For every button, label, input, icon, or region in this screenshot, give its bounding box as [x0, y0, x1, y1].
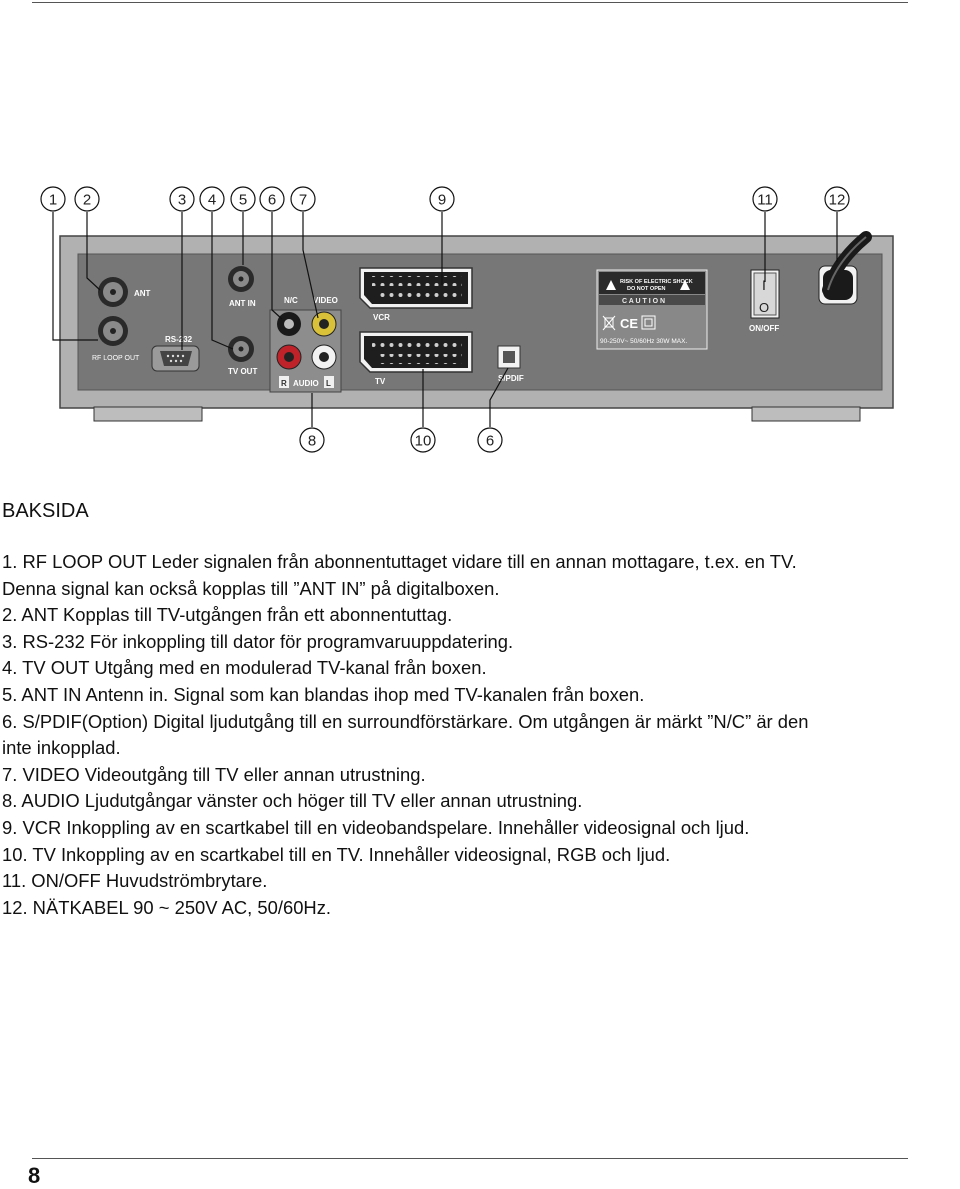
callout-6-top: 6: [259, 186, 285, 212]
list-item: 12. NÄTKABEL 90 ~ 250V AC, 50/60Hz.: [2, 896, 332, 918]
list-item: 11. ON/OFF Huvudströmbrytare.: [2, 870, 268, 892]
device-foot-left: [93, 406, 203, 422]
ce-mark: CE: [620, 316, 638, 331]
ant-in-label: ANT IN: [229, 299, 256, 308]
ant-connector: [98, 277, 128, 307]
svg-text:9: 9: [438, 192, 446, 209]
double-insulation-icon: [641, 315, 656, 330]
caution-label: RISK OF ELECTRIC SHOCK DO NOT OPEN C A U…: [596, 269, 708, 350]
tv-scart-connector: [359, 331, 473, 373]
page-number: 8: [28, 1163, 41, 1188]
callout-10: 10: [410, 427, 436, 453]
video-jack: [311, 311, 337, 337]
callout-2: 2: [74, 186, 100, 212]
audio-l-label: L: [326, 379, 331, 388]
callout-5: 5: [230, 186, 256, 212]
power-cord: [818, 231, 872, 305]
svg-text:1: 1: [49, 192, 57, 209]
callout-12: 12: [824, 186, 850, 212]
list-item: 3. RS-232 För inkoppling till dator för …: [2, 630, 514, 652]
rs232-label: RS-232: [165, 335, 193, 344]
callout-6-bottom: 6: [477, 427, 503, 453]
bottom-rule: [32, 1158, 908, 1159]
weee-bin-icon: [602, 315, 616, 331]
list-item: Denna signal kan också kopplas till ”ANT…: [2, 577, 500, 599]
device-foot-right: [751, 406, 861, 422]
caution-text: C A U T I O N: [622, 298, 665, 305]
list-item: 7. VIDEO Videoutgång till TV eller annan…: [2, 763, 426, 785]
svg-text:12: 12: [829, 192, 846, 209]
spdif-label: S/PDIF: [498, 374, 524, 383]
ant-in-connector: [228, 266, 254, 292]
callout-11: 11: [752, 186, 778, 212]
rf-loop-out-label: RF LOOP OUT: [92, 355, 140, 362]
video-label: VIDEO: [313, 296, 338, 305]
list-item: inte inkopplad.: [2, 737, 121, 759]
spdif-connector: [497, 345, 521, 369]
callout-4: 4: [199, 186, 225, 212]
svg-text:6: 6: [486, 433, 494, 450]
audio-label: AUDIO: [293, 379, 319, 388]
callout-numbers: 1 2 3 4 5 6 7 9 11 12 8 10 6: [40, 186, 850, 453]
warning-line-2: DO NOT OPEN: [627, 286, 666, 292]
switch-on-symbol: I: [762, 277, 766, 293]
svg-text:10: 10: [415, 433, 432, 450]
rs232-connector: [151, 345, 200, 372]
switch-off-symbol: O: [759, 300, 769, 315]
vcr-scart-connector: [359, 267, 473, 309]
svg-text:5: 5: [239, 192, 247, 209]
list-item: 9. VCR Inkoppling av en scartkabel till …: [2, 816, 750, 838]
audio-r-marker: [279, 376, 289, 388]
list-item: 10. TV Inkoppling av en scartkabel till …: [2, 843, 671, 865]
tv-out-connector: [228, 336, 254, 362]
ant-label: ANT: [134, 289, 151, 298]
callout-7: 7: [290, 186, 316, 212]
svg-text:4: 4: [208, 192, 216, 209]
top-rule: [32, 2, 908, 3]
callout-8: 8: [299, 427, 325, 453]
svg-text:7: 7: [299, 192, 307, 209]
svg-text:3: 3: [178, 192, 186, 209]
list-item: 5. ANT IN Antenn in. Signal som kan blan…: [2, 683, 645, 705]
connector-description-list: 1. RF LOOP OUT Leder signalen från abonn…: [2, 549, 960, 921]
nc-jack: [277, 312, 301, 336]
list-item: 2. ANT Kopplas till TV-utgången från ett…: [2, 604, 453, 626]
warning-triangle-icon: [606, 280, 616, 290]
section-title: BAKSIDA: [2, 500, 89, 522]
list-item: 1. RF LOOP OUT Leder signalen från abonn…: [2, 551, 797, 572]
svg-text:8: 8: [308, 433, 316, 450]
audio-r-label: R: [281, 379, 287, 388]
back-panel-diagram: ANT RF LOOP OUT RS-232 ANT IN TV OUT N/C…: [40, 186, 894, 453]
svg-text:11: 11: [757, 192, 773, 209]
tv-out-label: TV OUT: [228, 367, 257, 376]
svg-text:6: 6: [268, 192, 276, 209]
audio-l-jack: [311, 344, 337, 370]
rf-loop-out-connector: [98, 316, 128, 346]
vcr-label: VCR: [373, 313, 390, 322]
callout-9: 9: [429, 186, 455, 212]
warning-line-1: RISK OF ELECTRIC SHOCK: [620, 279, 693, 285]
list-item: 8. AUDIO Ljudutgångar vänster och höger …: [2, 790, 583, 812]
callout-3: 3: [169, 186, 195, 212]
svg-text:2: 2: [83, 192, 91, 209]
warning-triangle-icon: [680, 280, 690, 290]
nc-label: N/C: [284, 296, 298, 305]
power-rating: 90-250V~ 50/60Hz 30W MAX.: [600, 338, 687, 345]
tv-label: TV: [375, 377, 386, 386]
audio-r-jack: [276, 344, 302, 370]
onoff-label: ON/OFF: [749, 324, 779, 333]
callout-leader-lines: [52, 212, 838, 427]
audio-l-marker: [324, 376, 334, 388]
list-item: 6. S/PDIF(Option) Digital ljudutgång til…: [2, 710, 809, 732]
list-item: 4. TV OUT Utgång med en modulerad TV-kan…: [2, 657, 487, 679]
callout-1: 1: [40, 186, 66, 212]
